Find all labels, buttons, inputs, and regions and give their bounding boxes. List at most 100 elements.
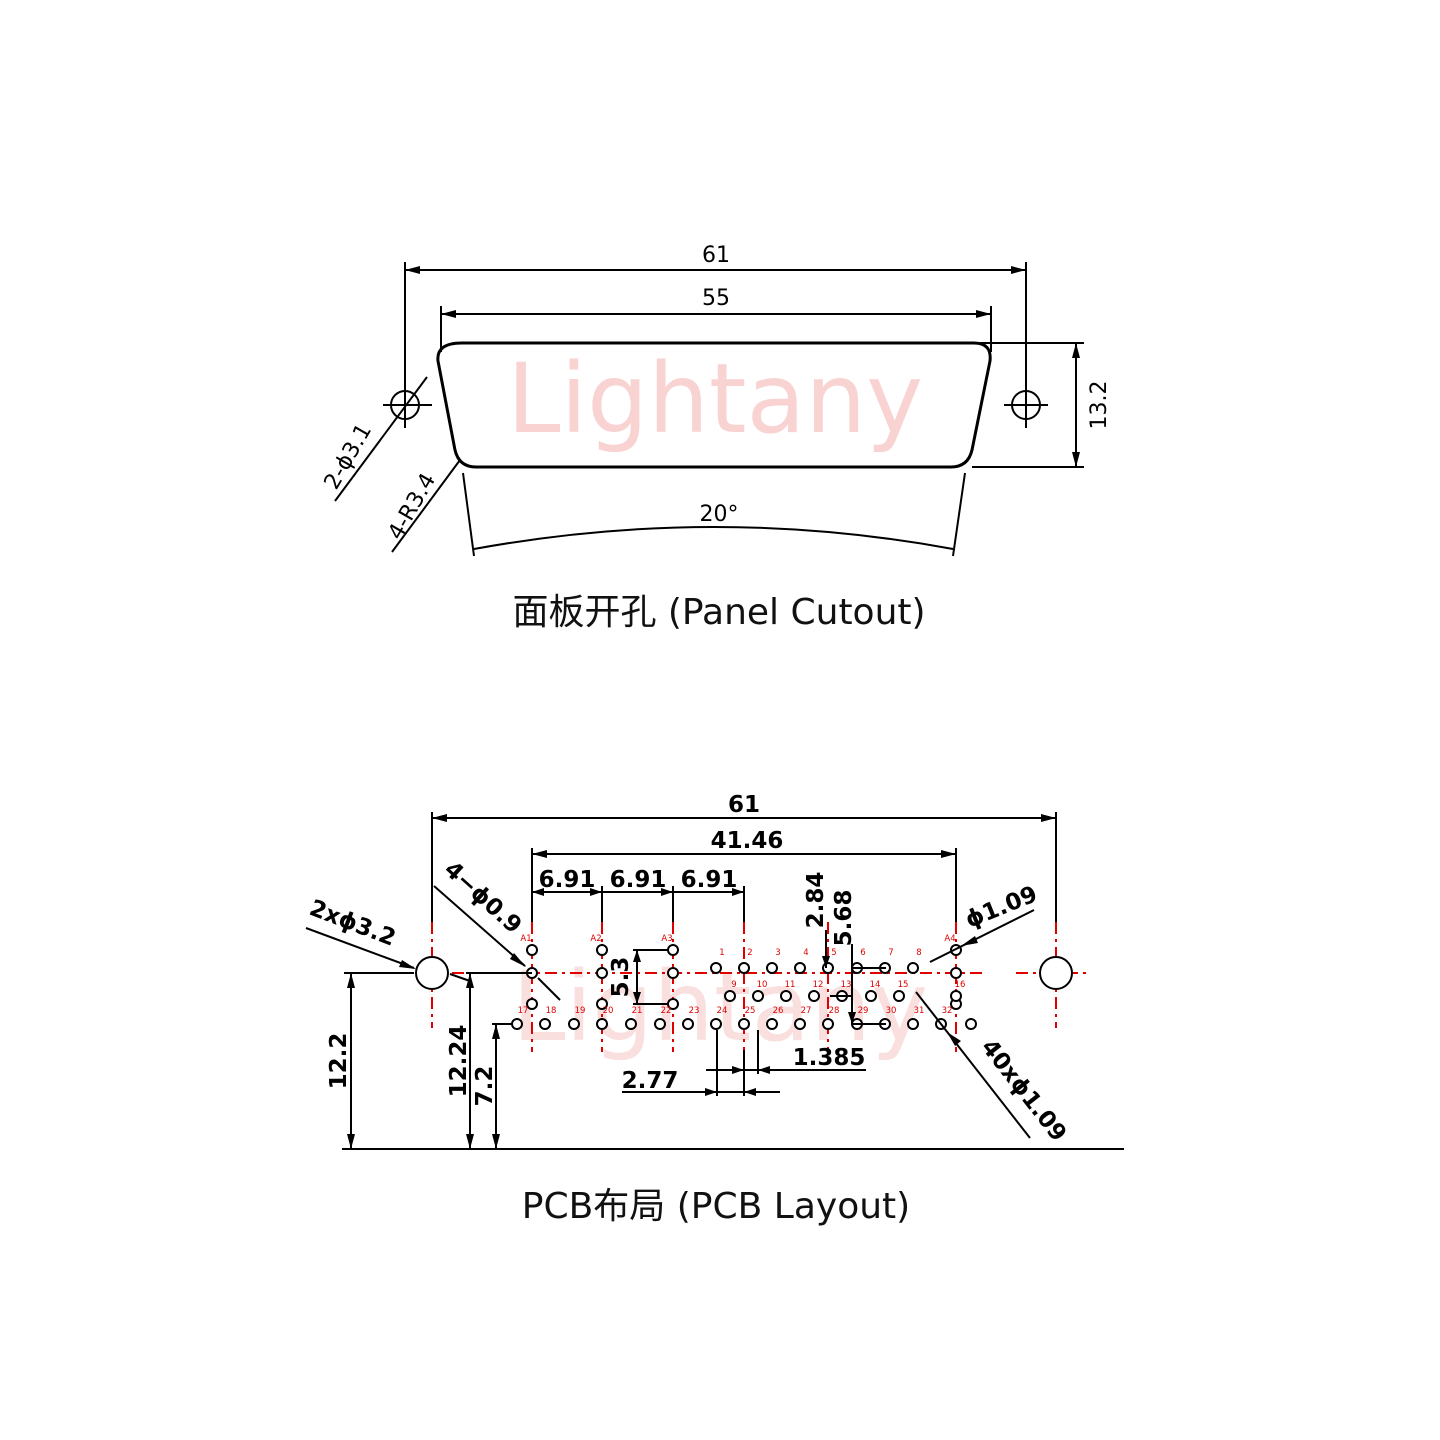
arrow-61-right bbox=[1011, 266, 1026, 274]
arrow-61-pcb-left bbox=[432, 814, 447, 822]
arrow-41.46-left bbox=[532, 850, 547, 858]
arrow-5.3-top bbox=[633, 950, 641, 962]
signal-hole-14 bbox=[865, 990, 877, 1002]
angle-ext-left bbox=[462, 472, 475, 557]
signal-hole-26 bbox=[766, 1018, 778, 1030]
pin-label-15: 15 bbox=[898, 980, 909, 990]
dim-55-panel: 55 bbox=[702, 286, 730, 311]
signal-hole-18 bbox=[539, 1018, 551, 1030]
pin-label-11: 11 bbox=[785, 980, 796, 990]
pin-label-13: 13 bbox=[841, 980, 852, 990]
signal-hole-31 bbox=[907, 1018, 919, 1030]
coax-hole-A1-bottom bbox=[526, 998, 538, 1010]
pin-label-29: 29 bbox=[858, 1006, 869, 1016]
arrow-6.91-c bbox=[661, 888, 673, 896]
leader-2x-phi3.2-tail bbox=[449, 973, 471, 982]
pin-label-3: 3 bbox=[775, 948, 780, 958]
leader-2x-phi3.2 bbox=[305, 927, 415, 969]
leader-phi1.09 bbox=[929, 909, 1035, 963]
dim-41.46-pcb: 41.46 bbox=[711, 828, 784, 854]
signal-hole-21 bbox=[625, 1018, 637, 1030]
arrow-12.24-bottom bbox=[466, 1134, 474, 1149]
coax-hole-A1-top bbox=[526, 944, 538, 956]
signal-hole-5 bbox=[822, 962, 834, 974]
pin-label-21: 21 bbox=[632, 1006, 643, 1016]
pin-label-16: 16 bbox=[955, 980, 966, 990]
dim-13.2-panel: 13.2 bbox=[1087, 381, 1112, 430]
dim-61-pcb: 61 bbox=[728, 792, 760, 818]
signal-hole-4 bbox=[794, 962, 806, 974]
pin-label-18: 18 bbox=[546, 1006, 557, 1016]
pin-label-24: 24 bbox=[717, 1006, 728, 1016]
callout-4-phi0.9: 4−ϕ0.9 bbox=[439, 857, 527, 939]
pin-label-23: 23 bbox=[689, 1006, 700, 1016]
arrow-phi1.09 bbox=[961, 936, 978, 946]
pin-label-4: 4 bbox=[803, 948, 808, 958]
dim-7.2: 7.2 bbox=[472, 1066, 498, 1107]
signal-hole-22 bbox=[654, 1018, 666, 1030]
signal-hole-27 bbox=[794, 1018, 806, 1030]
arrow-7.2-top bbox=[492, 1024, 500, 1039]
pin-label-A3: A3 bbox=[661, 934, 672, 944]
pin-label-5: 5 bbox=[831, 948, 836, 958]
pin-label-17: 17 bbox=[518, 1006, 529, 1016]
dim-2.77: 2.77 bbox=[622, 1068, 679, 1094]
arrow-61-pcb-right bbox=[1041, 814, 1056, 822]
arrow-12.2-top bbox=[347, 973, 355, 988]
dim-61-panel: 61 bbox=[702, 243, 730, 268]
signal-hole-25 bbox=[738, 1018, 750, 1030]
pin-label-26: 26 bbox=[773, 1006, 784, 1016]
dim-2.84: 2.84 bbox=[803, 872, 829, 929]
pin-label-22: 22 bbox=[661, 1006, 672, 1016]
dim-6.91-third: 6.91 bbox=[681, 867, 738, 893]
coax-hole-A2-center bbox=[596, 967, 608, 979]
signal-hole-8 bbox=[907, 962, 919, 974]
arrow-7.2-bottom bbox=[492, 1134, 500, 1149]
pin-label-30: 30 bbox=[886, 1006, 897, 1016]
signal-hole-10 bbox=[752, 990, 764, 1002]
dim-6.91-second: 6.91 bbox=[610, 867, 667, 893]
arrow-4-phi0.9 bbox=[510, 953, 526, 967]
leader-4-phi0.9 bbox=[433, 885, 526, 967]
signal-hole-28 bbox=[822, 1018, 834, 1030]
pin-label-8: 8 bbox=[916, 948, 921, 958]
signal-hole-16 bbox=[950, 990, 962, 1002]
panel-cutout-view: Lightany 61 55 13.2 20° bbox=[320, 243, 1112, 633]
pin-label-14: 14 bbox=[870, 980, 881, 990]
angle-ext-right bbox=[952, 472, 966, 557]
pin-hole-group bbox=[511, 944, 977, 1030]
dim-1.385: 1.385 bbox=[793, 1045, 866, 1071]
dim-5.3: 5.3 bbox=[608, 957, 634, 998]
signal-hole-23 bbox=[682, 1018, 694, 1030]
arrow-55-left bbox=[441, 310, 456, 318]
signal-hole-24 bbox=[710, 1018, 722, 1030]
pin-label-32: 32 bbox=[942, 1006, 953, 1016]
pin-label-12: 12 bbox=[813, 980, 824, 990]
pin-label-31: 31 bbox=[914, 1006, 925, 1016]
arrow-40x-phi1.09 bbox=[947, 1032, 961, 1046]
signal-hole-2 bbox=[738, 962, 750, 974]
arrow-2.84 bbox=[822, 956, 830, 968]
arrow-6.91-d bbox=[732, 888, 744, 896]
coax-hole-A3-center bbox=[667, 967, 679, 979]
pin-label-2: 2 bbox=[747, 948, 752, 958]
dim-12.24: 12.24 bbox=[446, 1025, 472, 1098]
pin-label-27: 27 bbox=[801, 1006, 812, 1016]
pin-label-20: 20 bbox=[603, 1006, 614, 1016]
signal-hole-3 bbox=[766, 962, 778, 974]
arrow-2x-phi3.2 bbox=[399, 960, 416, 969]
pin-label-28: 28 bbox=[829, 1006, 840, 1016]
pcb-mount-hole-left bbox=[415, 956, 449, 990]
arrow-41.46-right bbox=[941, 850, 956, 858]
signal-hole-17 bbox=[511, 1018, 523, 1030]
pin-label-1: 1 bbox=[719, 948, 724, 958]
callout-4-R3.4: 4-R3.4 bbox=[383, 469, 441, 544]
dim-6.91-first: 6.91 bbox=[539, 867, 596, 893]
callout-2x-phi3.2: 2xϕ3.2 bbox=[306, 895, 399, 951]
pin-label-A2: A2 bbox=[590, 934, 601, 944]
signal-hole-20 bbox=[596, 1018, 608, 1030]
arrow-2.77-right bbox=[744, 1088, 756, 1096]
arrow-12.2-bottom bbox=[347, 1134, 355, 1149]
